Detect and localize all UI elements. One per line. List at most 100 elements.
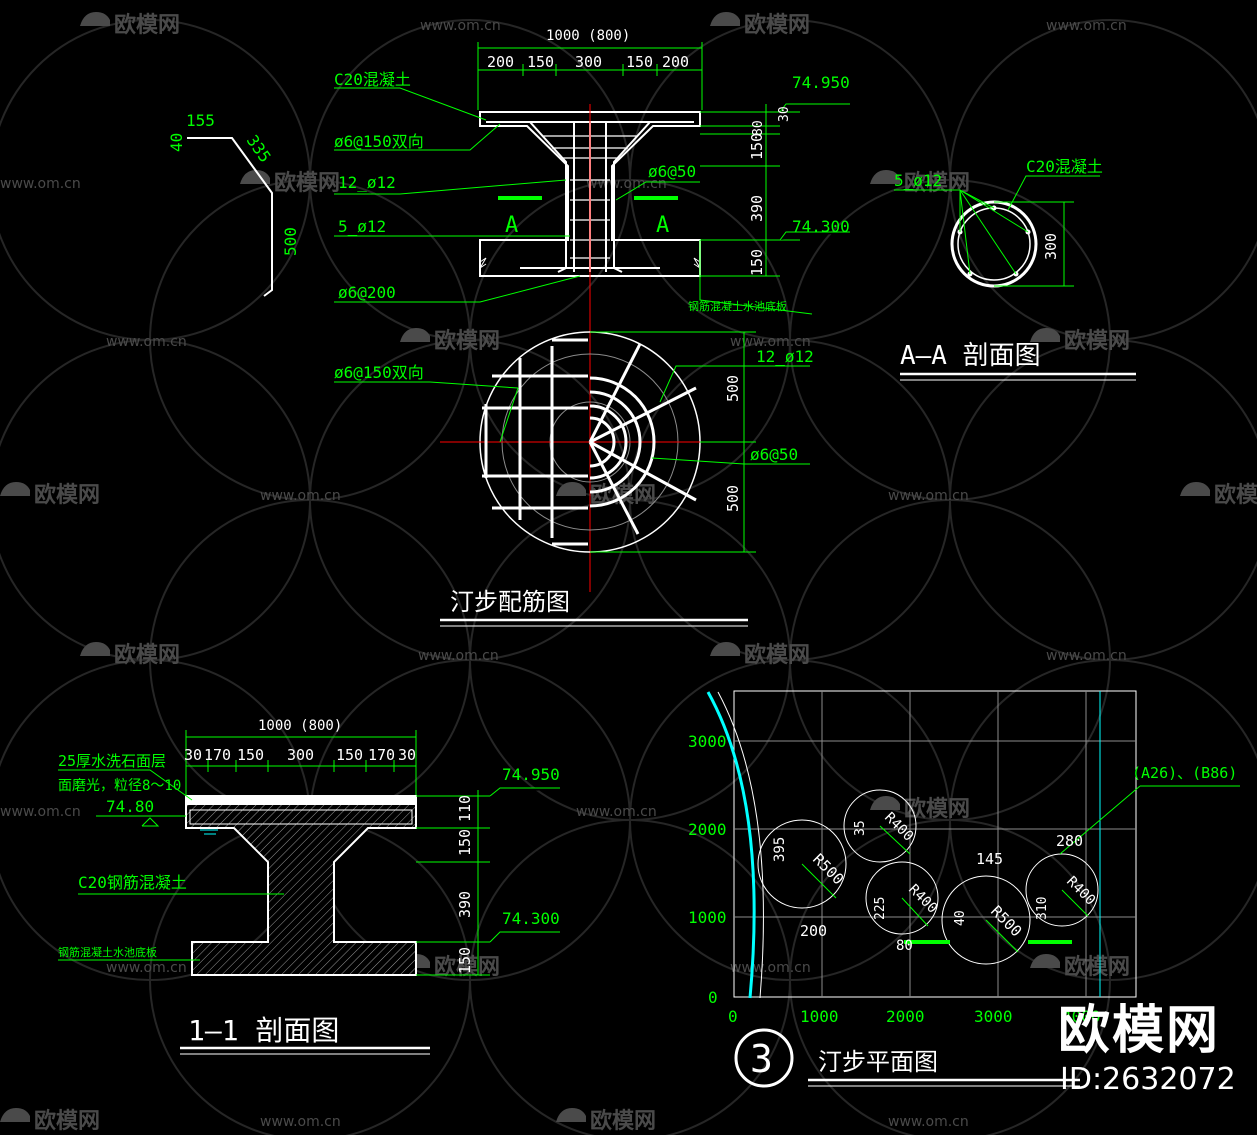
watermark-brand: 欧模网 [114,642,180,668]
label-concrete: C20混凝土 [334,70,411,89]
plan-cd-145: 145 [976,850,1003,868]
watermark-sofa-icon [870,170,900,184]
rebar-sub-dim-1: 200 [487,53,514,71]
plan-stirrup: ø6@50 [750,445,798,464]
s11-base-plate: 钢筋混凝土水池底板 [58,945,157,959]
watermark-site: www.om.cn [730,334,811,350]
watermark-brand: 欧模网 [744,12,810,38]
rebar-sub-dim-5: 200 [662,53,689,71]
plan-cd-80: 80 [896,938,913,954]
watermark-site: www.om.cn [1046,18,1127,34]
watermark-brand: 欧模网 [114,12,180,38]
watermark-brand: 欧模网 [274,170,340,196]
s11-elev-mid: 74.300 [502,909,560,928]
plan-frame [733,690,1137,998]
label-mesh-top: ø6@150双向 [334,132,424,151]
s11-sub-dim-5: 150 [336,746,363,764]
brand-logo: 欧模网 [1058,1001,1221,1061]
s11-concrete: C20钢筋混凝土 [78,873,187,892]
plan-y-tick-1: 1000 [688,908,727,927]
watermark-brand: 欧模网 [434,954,500,980]
s11-sub-dim-1: 30 [184,746,202,764]
s11-sub-dim-6: 170 [368,746,395,764]
watermark-layer: 欧模网欧模网欧模网欧模网欧模网欧模网欧模网欧模网欧模网欧模网欧模网欧模网欧模网欧… [0,12,1257,1135]
bar-dim-500: 500 [281,227,300,256]
drawing-number-circle [734,1028,794,1088]
rebar-vdim-150a: 150 [748,133,766,160]
s11-vdim-110: 110 [456,795,474,822]
s11-sub-dim-4: 300 [287,746,314,764]
watermark-site: www.om.cn [0,804,81,820]
bar-dim-40: 40 [167,133,186,152]
plan-cd-225: 225 [873,897,888,920]
plan-x-tick-2: 2000 [886,1007,925,1026]
stone-2 [843,789,917,863]
label-vert-bars: 5_ø12 [338,217,386,236]
plan-x-tick-3: 3000 [974,1007,1013,1026]
watermark-sofa-icon [0,482,30,496]
bar-shape-diagram: 155 40 335 500 [167,111,300,297]
s11-top-dim: 1000 (800) [258,718,342,734]
rebar-section-view: 1000 (800) 200 150 300 150 200 [334,28,850,592]
stepping-stones [757,789,1099,965]
plan-cd-35: 35 [853,820,868,836]
plan-y-tick-2: 2000 [688,820,727,839]
plan-dim-top: 500 [724,375,742,402]
s11-water-level: 74.80 [106,797,154,816]
watermark-site: www.om.cn [418,648,499,664]
label-ring-bars: 12_ø12 [338,173,396,192]
rebar-elev-mid: 74.300 [792,217,850,236]
watermark-site: www.om.cn [1046,648,1127,664]
plan-cd-280: 280 [1056,832,1083,850]
aa-title: A—A 剖面图 [900,341,1041,371]
watermark-brand: 欧模网 [1214,482,1257,508]
rebar-sub-dim-4: 150 [626,53,653,71]
model-id: ID:2632072 [1060,1062,1236,1097]
aa-bars: 5_ø12 [894,171,942,190]
watermark-site: www.om.cn [106,334,187,350]
watermark-sofa-icon [556,1108,586,1122]
rebar-top-dim: 1000 (800) [546,28,630,44]
s11-vdim-150a: 150 [456,829,474,856]
rebar-plan-view: ø6@150双向 12_ø12 ø6@50 500 500 汀步配筋图 [334,331,814,627]
rebar-vdim-30: 30 [777,106,792,122]
plan-dim-bottom: 500 [724,485,742,512]
s11-sub-dim-7: 30 [398,746,416,764]
label-base-plate: 钢筋混凝土水池底板 [688,299,787,313]
s11-finish-line1: 25厚水洗石面层 [58,752,166,770]
ring-bars [588,343,697,535]
rebar-vdim-150b: 150 [748,249,766,276]
watermark-sofa-icon [1030,954,1060,968]
watermark-site: www.om.cn [576,804,657,820]
watermark-sofa-icon [870,796,900,810]
watermark-sofa-icon [1180,482,1210,496]
watermark-site: www.om.cn [260,1114,341,1130]
watermark-site: www.om.cn [888,488,969,504]
aa-dim: 300 [1042,233,1060,260]
section-mark-right: A [656,213,669,238]
watermark-brand: 欧模网 [904,796,970,822]
section-mark-left: A [505,213,518,238]
label-stirrup-base: ø6@200 [338,283,396,302]
watermark-sofa-icon [240,170,270,184]
column-circle [950,200,1038,288]
watermark-site: www.om.cn [260,488,341,504]
watermark-sofa-icon [0,1108,30,1122]
watermark-site: www.om.cn [730,960,811,976]
rebar-vdim-80: 80 [751,120,766,136]
watermark-sofa-icon [556,482,586,496]
watermark-brand: 欧模网 [34,482,100,508]
plan-ring: 12_ø12 [756,347,814,366]
s11-finish-layer [186,796,416,805]
s11-vdim-390: 390 [456,891,474,918]
watermark-brand: 欧模网 [434,328,500,354]
stone-3 [865,861,939,935]
watermark-brand: 欧模网 [904,170,970,196]
rebar-sub-dim-2: 150 [527,53,554,71]
watermark-brand: 欧模网 [1064,954,1130,980]
watermark-site: www.om.cn [888,1114,969,1130]
plan-cd-395: 395 [772,837,788,862]
plan-ref: (A26)、(B86) [1132,764,1237,782]
plan-cd-200: 200 [800,922,827,940]
s11-vdim-150b: 150 [456,947,474,974]
